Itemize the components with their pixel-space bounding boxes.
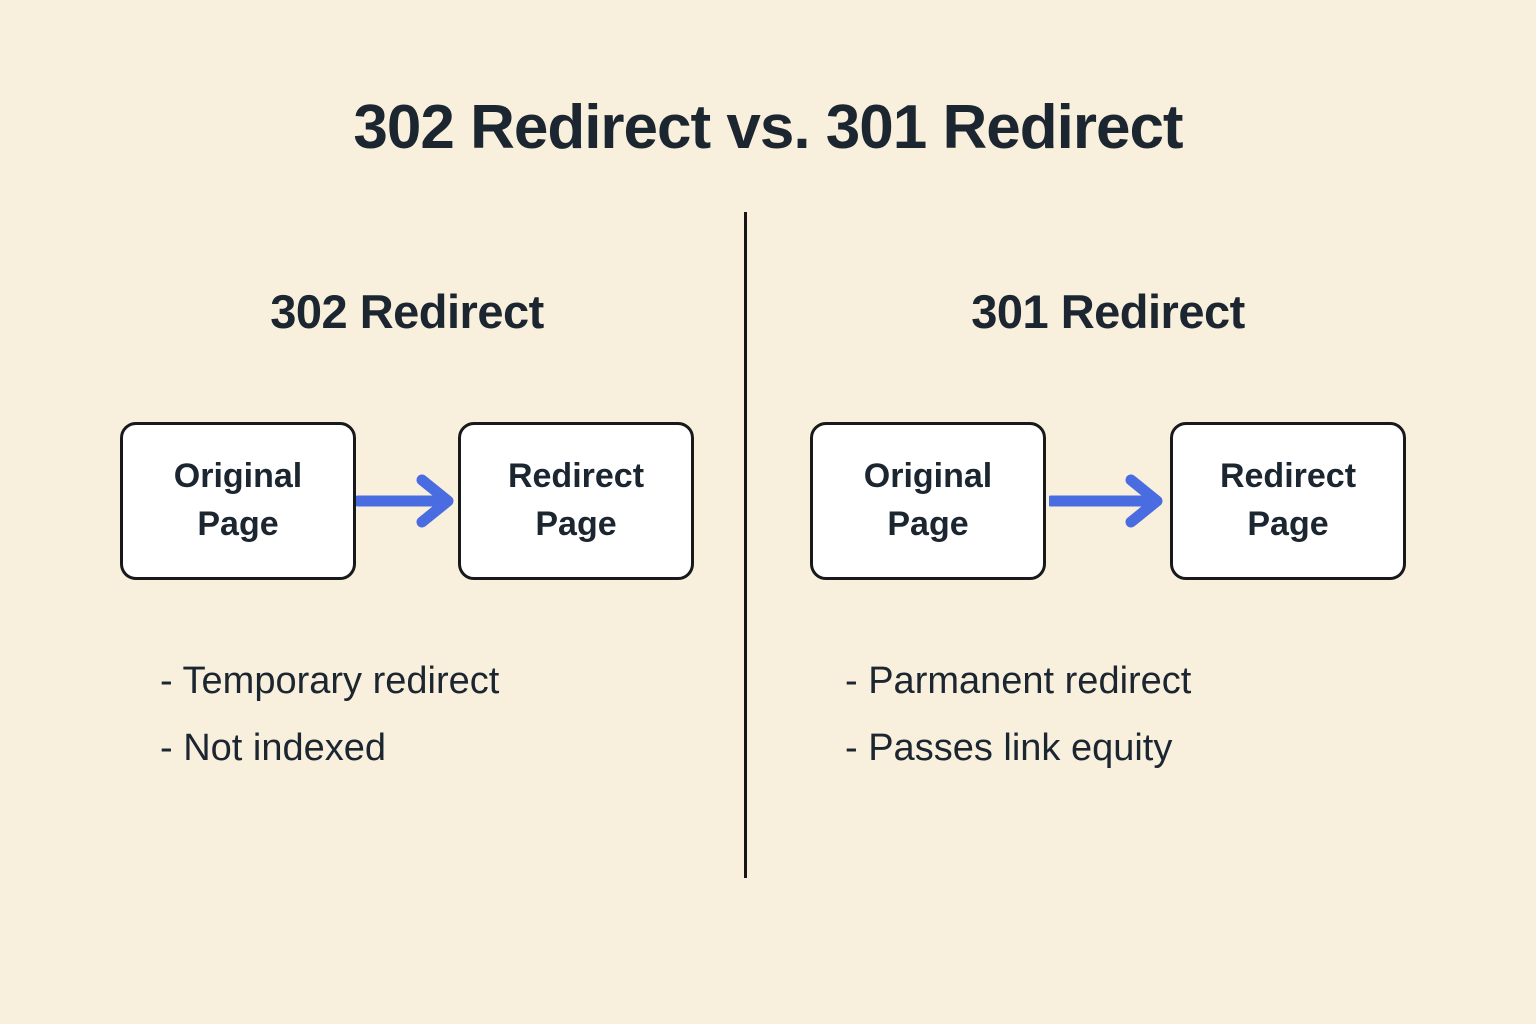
node-label: Original Page <box>863 457 993 543</box>
bullet-list-302: - Temporary redirect - Not indexed <box>120 648 694 782</box>
column-302-redirect: 302 Redirect Original Page Redirect Page… <box>120 284 694 769</box>
redirect-page-node: Redirect Page <box>1170 422 1406 580</box>
node-label: Redirect Page <box>507 457 645 543</box>
bullet-list-301: - Parmanent redirect - Passes link equit… <box>810 648 1406 782</box>
original-page-node: Original Page <box>120 422 356 580</box>
node-label: Redirect Page <box>1219 457 1357 543</box>
column-divider <box>744 212 747 878</box>
redirect-page-node: Redirect Page <box>458 422 694 580</box>
bullet-item: - Temporary redirect <box>160 660 500 702</box>
column-heading-301: 301 Redirect <box>971 285 1245 338</box>
bullet-item: - Not indexed <box>160 727 387 769</box>
flow-diagram-302: Original Page Redirect Page <box>120 422 694 580</box>
node-label: Original Page <box>173 457 303 543</box>
page-title: 302 Redirect vs. 301 Redirect <box>353 93 1183 162</box>
original-page-node: Original Page <box>810 422 1046 580</box>
arrow-right-icon <box>1046 471 1170 531</box>
bullet-item: - Passes link equity <box>845 727 1173 769</box>
column-heading-302: 302 Redirect <box>270 285 544 338</box>
column-301-redirect: 301 Redirect Original Page Redirect Page… <box>810 284 1406 769</box>
arrow-right-icon <box>356 471 458 531</box>
flow-diagram-301: Original Page Redirect Page <box>810 422 1406 580</box>
bullet-item: - Parmanent redirect <box>845 660 1192 702</box>
